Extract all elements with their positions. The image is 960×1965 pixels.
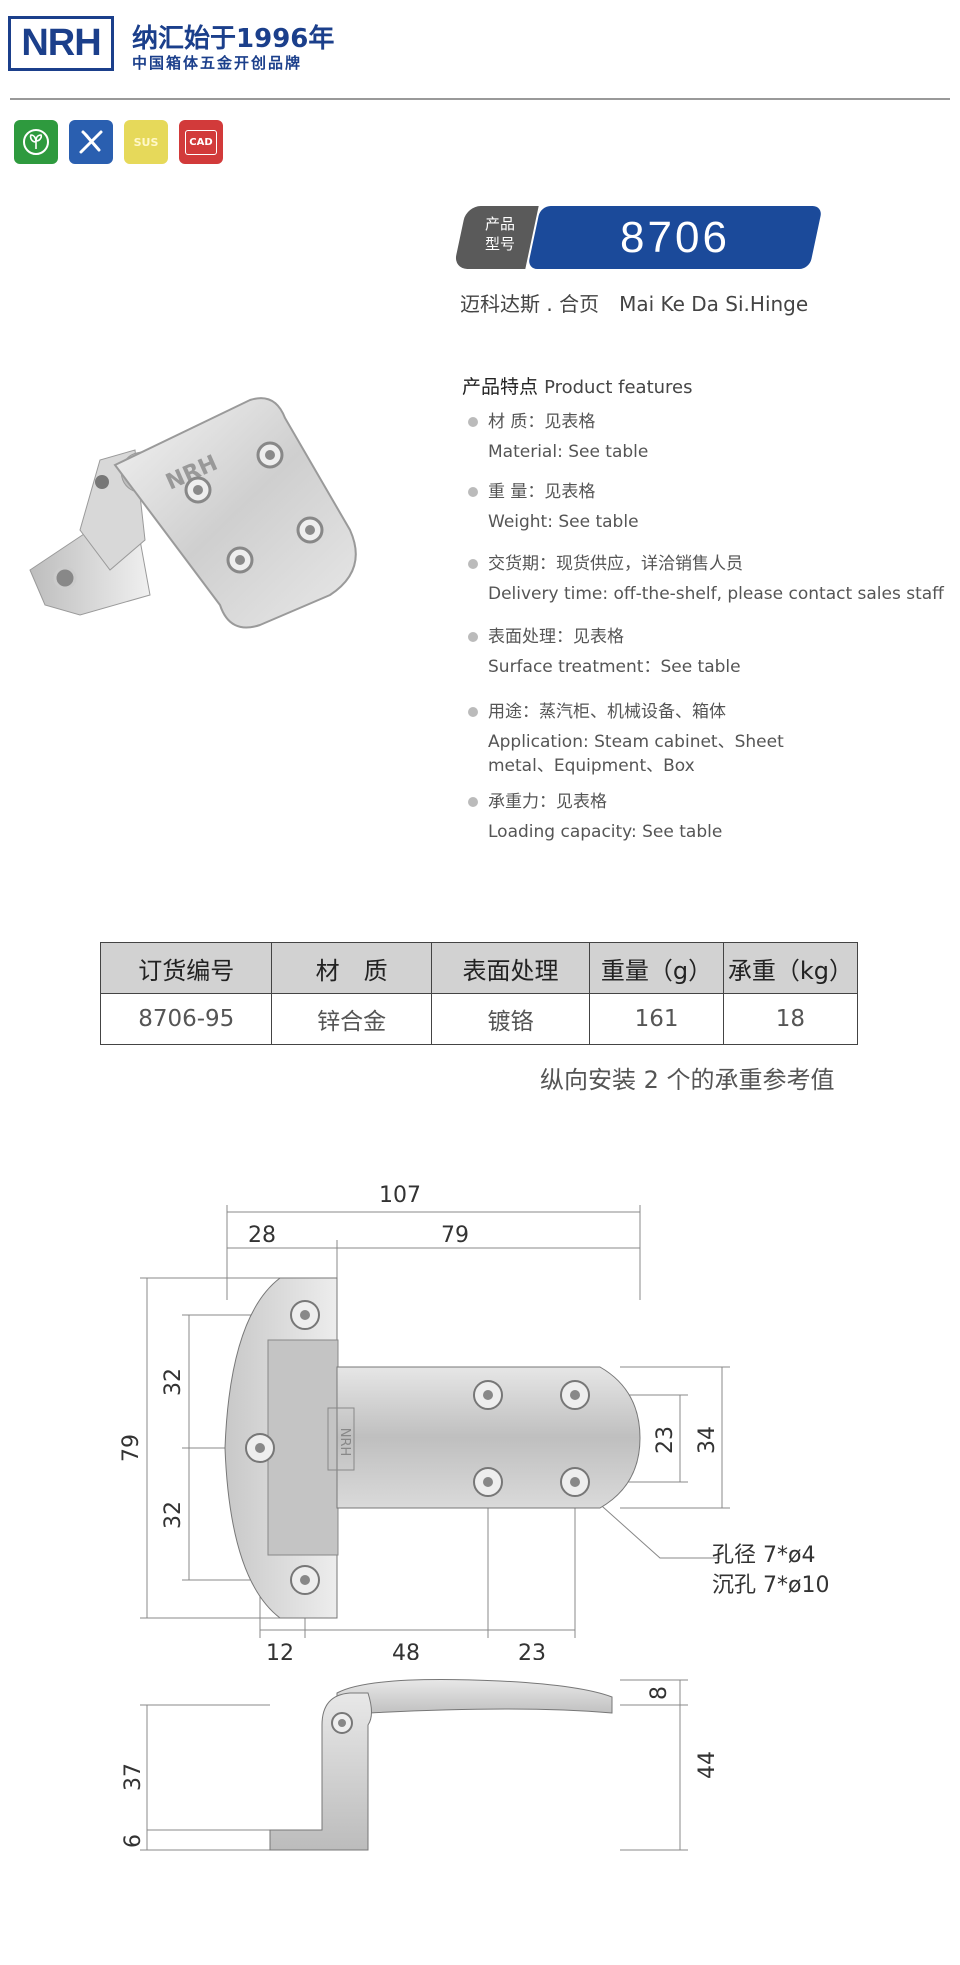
- product-name: 迈科达斯 . 合页 Mai Ke Da Si.Hinge: [460, 288, 808, 317]
- feature-cn: 重 量：见表格: [466, 480, 946, 504]
- model-tag-line1: 产品: [484, 215, 515, 233]
- feature-surface: 表面处理：见表格 Surface treatment：See table: [466, 625, 946, 679]
- brand-slogan: 始于1996年: [184, 24, 335, 54]
- feature-application: 用途：蒸汽柜、机械设备、箱体 Application: Steam cabine…: [466, 700, 846, 778]
- dim-top-total: 107: [379, 1183, 421, 1208]
- product-name-cn: 迈科达斯 . 合页: [460, 292, 600, 316]
- dim-side-total: 44: [695, 1751, 720, 1779]
- col-header-material: 材 质: [271, 942, 432, 994]
- feature-loading: 承重力：见表格 Loading capacity: See table: [466, 790, 946, 844]
- table-header-row: 订货编号 材 质 表面处理 重量（g） 承重（kg）: [99, 942, 859, 994]
- feature-en: Weight: See table: [488, 512, 639, 532]
- product-photo: NRH: [29, 397, 357, 629]
- model-tag-line2: 型号: [484, 235, 515, 253]
- dim-left-lower: 32: [161, 1501, 186, 1529]
- dim-top-right: 79: [441, 1223, 469, 1248]
- feature-en: Loading capacity: See table: [488, 822, 723, 842]
- cad-label: CAD: [185, 129, 217, 155]
- col-header-order-no: 订货编号: [99, 942, 273, 994]
- cell-order-no: 8706-95: [99, 993, 273, 1045]
- model-number: 8706: [620, 213, 730, 262]
- tools-icon: [79, 130, 103, 154]
- col-header-load: 承重（kg）: [722, 942, 859, 994]
- hole-diameter-label: 孔径 7*ø4: [712, 1543, 815, 1568]
- feature-delivery: 交货期：现货供应，详洽销售人员 Delivery time: off-the-s…: [466, 552, 946, 606]
- sus-label: SUS: [133, 135, 159, 149]
- features-heading-en: Product features: [544, 377, 693, 398]
- dim-left-total: 79: [119, 1434, 144, 1462]
- eco-badge: [14, 120, 58, 164]
- feature-cn: 交货期：现货供应，详洽销售人员: [466, 552, 946, 576]
- dim-bottom-a: 12: [266, 1641, 294, 1660]
- feature-en: Surface treatment：See table: [488, 657, 741, 677]
- model-tag: 产品 型号: [470, 214, 530, 254]
- brand-name: 纳汇: [132, 24, 185, 54]
- dim-side-base: 6: [121, 1834, 146, 1848]
- col-header-surface: 表面处理: [430, 942, 591, 994]
- feature-cn: 用途：蒸汽柜、机械设备、箱体: [466, 700, 846, 724]
- dim-right-outer: 34: [695, 1426, 720, 1454]
- dim-bottom-c: 23: [518, 1641, 546, 1660]
- nrh-logo: NRH: [8, 16, 114, 71]
- features-heading-cn: 产品特点: [462, 376, 539, 398]
- product-name-en: Mai Ke Da Si.Hinge: [619, 292, 809, 316]
- countersink-label: 沉孔 7*ø10: [712, 1573, 829, 1598]
- leaf-icon: [23, 129, 49, 155]
- table-row: 8706-95 锌合金 镀铬 161 18: [99, 993, 859, 1045]
- cell-surface: 镀铬: [430, 993, 591, 1045]
- side-view-drawing: 37 6 8 44: [121, 1679, 720, 1851]
- dim-top-left: 28: [248, 1223, 276, 1248]
- cad-badge: CAD: [179, 120, 223, 164]
- cell-weight: 161: [589, 993, 724, 1045]
- feature-weight: 重 量：见表格 Weight: See table: [466, 480, 946, 534]
- dim-side-height: 37: [121, 1763, 146, 1791]
- dim-right-inner: 23: [653, 1426, 678, 1454]
- feature-material: 材 质：见表格 Material: See table: [466, 410, 946, 464]
- cell-material: 锌合金: [271, 993, 432, 1045]
- brand-subtitle: 中国箱体五金开创品牌: [132, 54, 303, 72]
- mounting-holes: [245, 1300, 590, 1595]
- tools-badge: [69, 120, 113, 164]
- dim-left-upper: 32: [161, 1368, 186, 1396]
- spec-table: 订货编号 材 质 表面处理 重量（g） 承重（kg） 8706-95 锌合金 镀…: [99, 942, 859, 1045]
- dim-bottom-b: 48: [392, 1641, 420, 1660]
- nrh-stamp-label: NRH: [337, 1428, 352, 1457]
- header-divider: [10, 98, 950, 100]
- table-note: 纵向安装 2 个的承重参考值: [540, 1066, 835, 1094]
- feature-cn: 承重力：见表格: [466, 790, 946, 814]
- feature-en: Delivery time: off-the-shelf, please con…: [488, 584, 944, 604]
- top-view-drawing: NRH 107 28 79 32 32 79 23 34 12 48 23 孔径…: [119, 1183, 829, 1660]
- col-header-weight: 重量（g）: [589, 942, 724, 994]
- feature-en: Application: Steam cabinet、Sheet metal、E…: [488, 732, 784, 776]
- dim-side-thickness: 8: [647, 1686, 672, 1700]
- feature-en: Material: See table: [488, 442, 649, 462]
- cell-load: 18: [722, 993, 859, 1045]
- features-heading: 产品特点 Product features: [462, 372, 693, 399]
- brand-title: 纳汇始于1996年: [132, 18, 334, 55]
- feature-cn: 材 质：见表格: [466, 410, 946, 434]
- sus-badge: SUS: [124, 120, 168, 164]
- feature-cn: 表面处理：见表格: [466, 625, 946, 649]
